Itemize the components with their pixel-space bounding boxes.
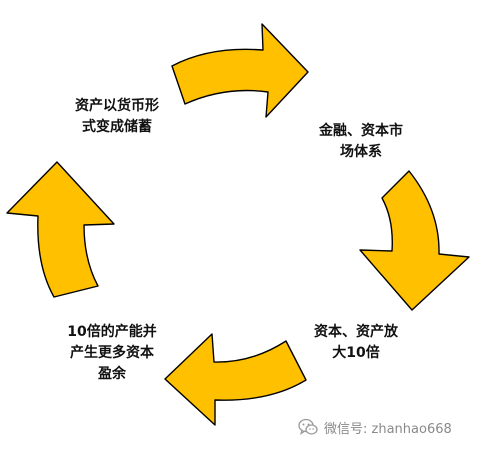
node-label-amplify: 资本、资产放 大10倍: [296, 322, 416, 364]
wechat-icon: [298, 418, 318, 435]
arrow-top: [171, 23, 309, 118]
node-label-financial-market: 金融、资本市 场体系: [300, 121, 422, 163]
node-label-line: 场体系: [340, 144, 382, 160]
node-label-line: 大10倍: [332, 345, 380, 361]
node-label-savings: 资产以货币形 式变成储蓄: [56, 96, 178, 138]
arrow-bottom: [164, 333, 307, 426]
node-label-line: 资产以货币形: [75, 98, 159, 114]
node-label-line: 盈余: [98, 366, 126, 382]
node-label-line: 产生更多资本: [70, 345, 154, 361]
node-label-capacity: 10倍的产能并 产生更多资本 盈余: [48, 322, 176, 385]
arrow-left: [6, 161, 115, 298]
watermark-text: 微信号: zhanhao668: [324, 421, 452, 437]
node-label-line: 资本、资产放: [314, 324, 398, 340]
node-label-line: 金融、资本市: [319, 123, 403, 139]
node-label-line: 10倍的产能并: [67, 324, 157, 340]
node-label-line: 式变成储蓄: [82, 119, 152, 135]
watermark: 微信号: zhanhao668: [298, 416, 452, 438]
arrow-right: [359, 170, 470, 311]
